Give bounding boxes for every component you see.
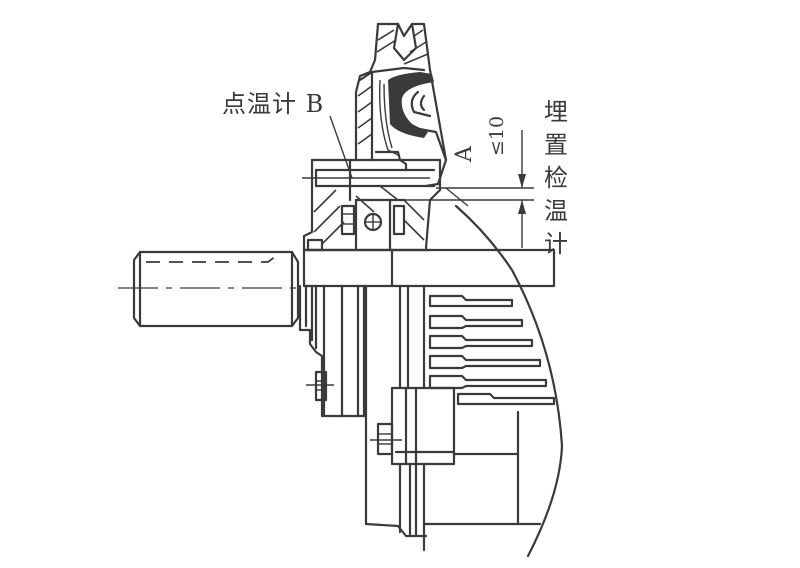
lower-housing xyxy=(298,284,542,552)
axle-shaft xyxy=(118,248,556,328)
hub-bearing-block xyxy=(302,158,442,252)
annotations xyxy=(329,115,534,248)
dimension-a-label: A xyxy=(452,146,477,162)
point-thermometer-label: 点温计 B xyxy=(222,90,325,118)
rim-section xyxy=(354,22,448,188)
dimension-limit-label: ≤10 xyxy=(486,115,508,156)
casing-outline xyxy=(454,204,564,558)
cooling-fins xyxy=(428,294,556,406)
embedded-thermometer-label: 埋置检温计 xyxy=(544,98,568,258)
